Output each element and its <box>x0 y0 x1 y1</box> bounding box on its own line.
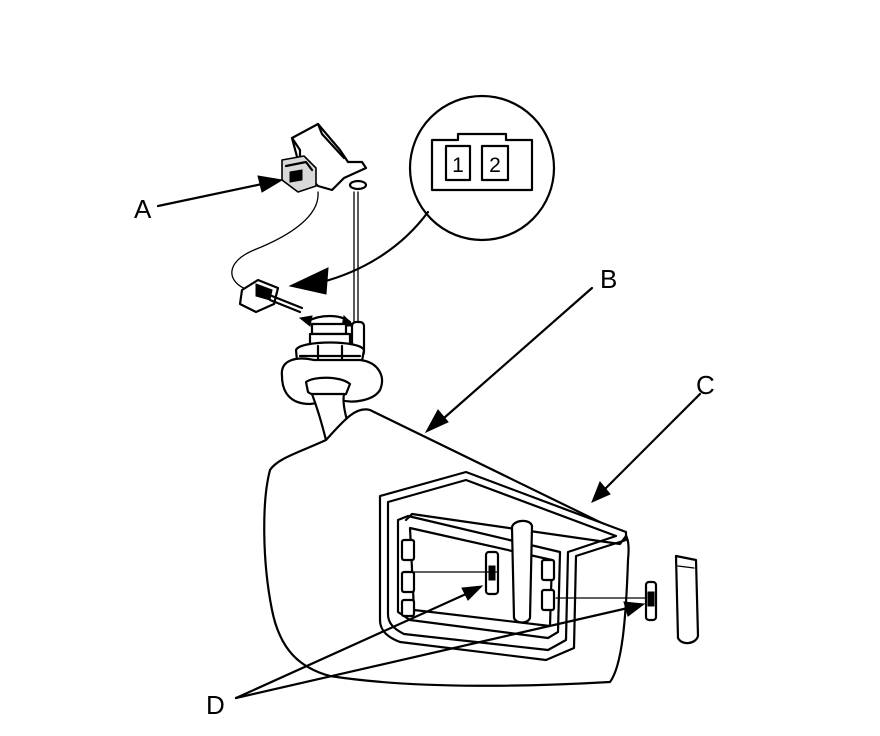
grommet <box>348 179 368 191</box>
connector-detail-circle: 1 2 <box>408 94 556 242</box>
callout-label-c: C <box>696 370 715 400</box>
callout-leaders <box>156 175 702 700</box>
detail-pointer-arrowhead <box>288 267 329 295</box>
pin-2-label: 2 <box>489 154 501 177</box>
harness-wire <box>231 191 319 291</box>
callout-label-b: B <box>600 264 617 294</box>
part-a-bracket <box>281 122 368 193</box>
callout-label-d: D <box>206 690 225 720</box>
harness-connector <box>238 278 304 314</box>
vanity-light-assembly <box>409 519 700 645</box>
pin-1-label: 1 <box>452 154 464 177</box>
detail-pointer-arrow <box>320 210 430 284</box>
callout-label-a: A <box>134 194 152 224</box>
